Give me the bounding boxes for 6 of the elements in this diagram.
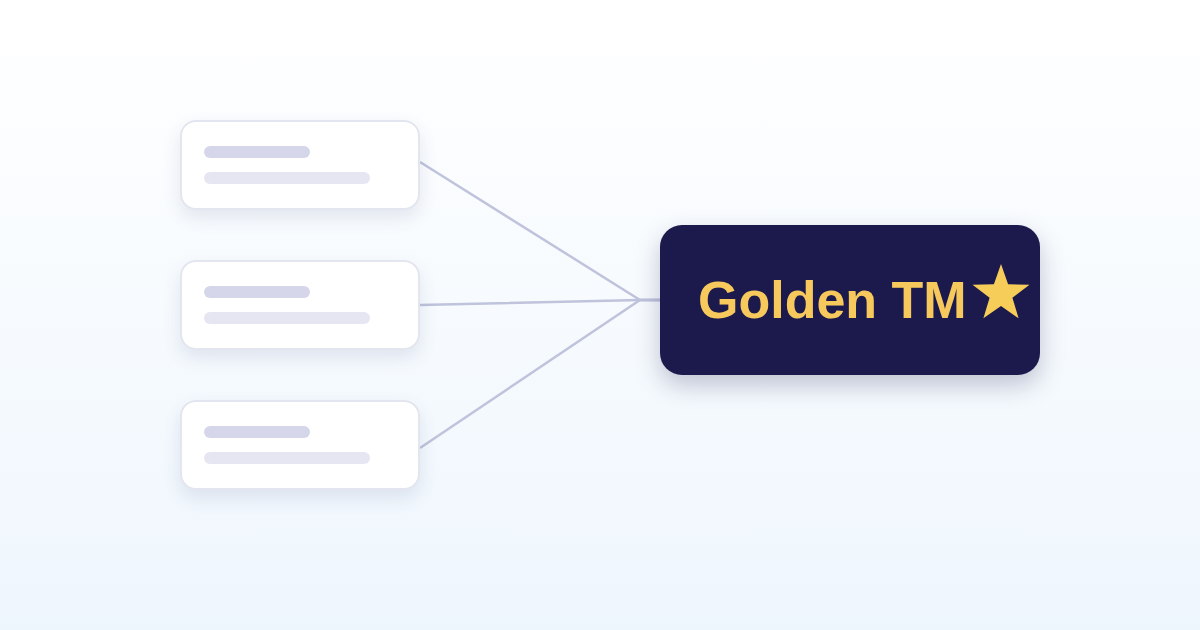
connector-line [419, 298, 660, 450]
placeholder-card [180, 120, 420, 210]
placeholder-card [180, 400, 420, 490]
placeholder-card [180, 260, 420, 350]
highlight-box [660, 225, 1040, 375]
box-title: Golden TM [698, 270, 967, 330]
